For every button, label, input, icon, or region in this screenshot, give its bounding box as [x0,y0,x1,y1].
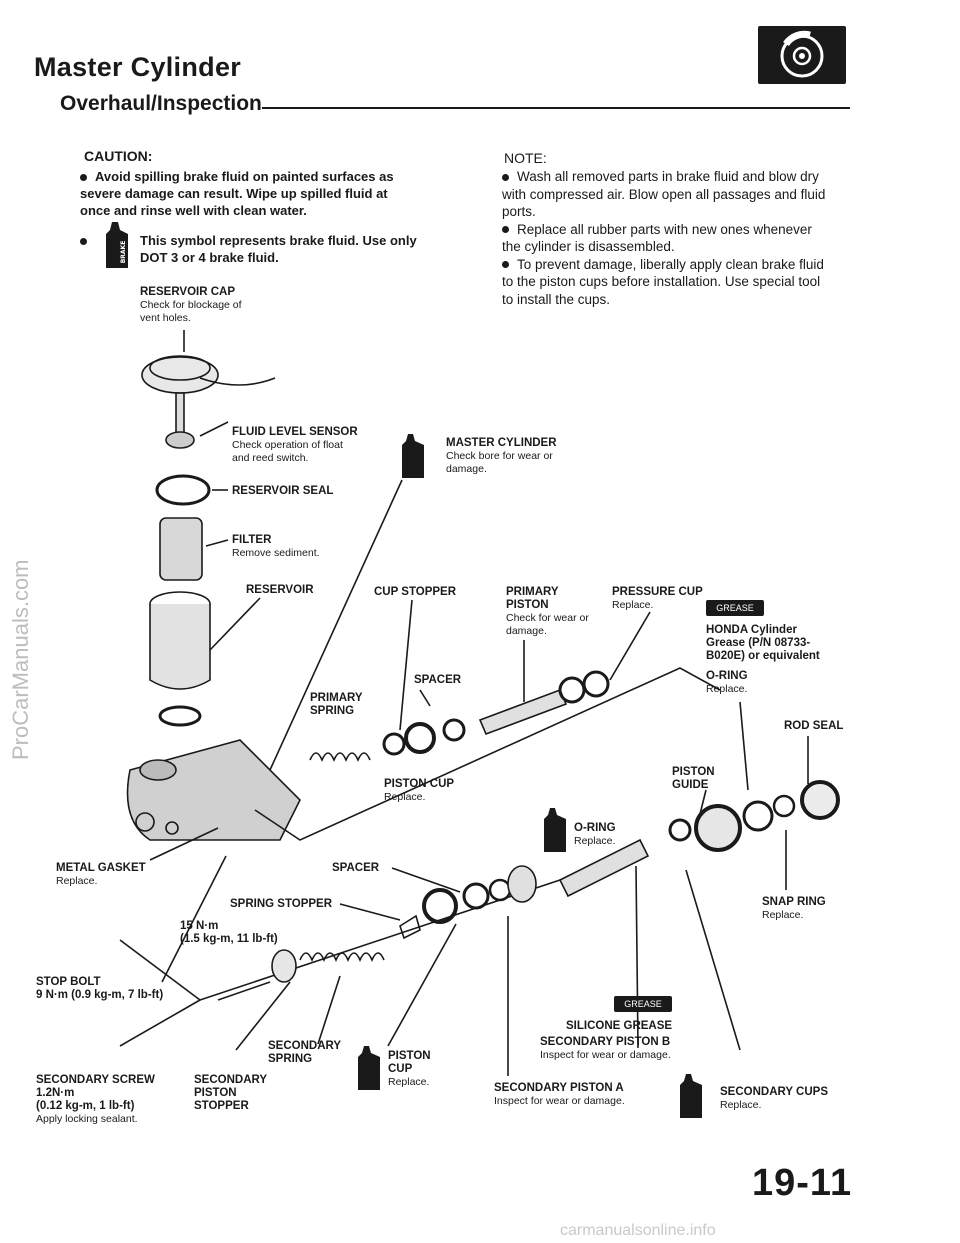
note-title: NOTE: [504,150,547,166]
stop-bolt-label: STOP BOLT 9 N·m (0.9 kg-m, 7 lb-ft) [36,976,164,1001]
primary-piston-label: PRIMARY PISTON Check for wear or damage. [506,586,589,637]
primary-spring-label: PRIMARY SPRING [310,692,363,717]
reservoir-seal-label: RESERVOIR SEAL [232,485,334,497]
page-title: Master Cylinder [34,52,242,82]
secondary-piston-a-label: SECONDARY PISTON A Inspect for wear or d… [494,1082,625,1107]
piston-cup-label: PISTON CUP Replace. [384,778,455,803]
note-text: Wash all removed parts in brake fluid an… [502,169,826,219]
secondary-screw-label: SECONDARY SCREW 1.2N·m (0.12 kg-m, 1 lb-… [36,1074,155,1125]
caution-text: Avoid spilling brake fluid on painted su… [80,169,394,218]
o-ring-label: O-RING Replace. [574,822,616,847]
fluid-level-sensor-label: FLUID LEVEL SENSOR Check operation of fl… [232,426,358,464]
caution-title: CAUTION: [84,148,153,164]
rod-seal-label: ROD SEAL [784,720,844,732]
note-text: Replace all rubber parts with new ones w… [502,221,812,255]
section-subtitle: Overhaul/Inspection [60,92,262,115]
secondary-piston-stopper-label: SECONDARY PISTON STOPPER [194,1074,267,1112]
silicone-grease-label: SILICONE GREASE [566,1020,673,1032]
bullet-icon [502,173,509,181]
brake-fluid-icon [358,1046,380,1090]
spacer-label: SPACER [332,862,380,874]
secondary-piston-b-label: SECONDARY PISTON B Inspect for wear or d… [540,1036,671,1061]
note-item: To prevent damage, liberally apply clean… [502,256,832,309]
page-number: 19-11 [752,1162,853,1204]
piston-guide-label: PISTON GUIDE [672,766,715,791]
spring-stopper-label: SPRING STOPPER [230,898,333,910]
caution-item: Avoid spilling brake fluid on painted su… [80,168,420,219]
master-cylinder-label: MASTER CYLINDER Check bore for wear or d… [446,437,557,475]
spacer-label: SPACER [414,674,462,686]
brake-fluid-icon [680,1074,702,1118]
note-list: Wash all removed parts in brake fluid an… [502,168,832,308]
svg-text:BRAKE: BRAKE [120,241,127,264]
bullet-icon [502,261,509,269]
bullet-icon [80,238,87,245]
reservoir-label: RESERVOIR [246,584,314,596]
pressure-cup-label: PRESSURE CUP Replace. [612,586,703,611]
o-ring-label: O-RING Replace. [706,670,748,695]
symbol-text: This symbol represents brake fluid. Use … [140,233,417,265]
brake-fluid-icon [402,434,424,478]
grease-tube-icon: GREASE [614,996,672,1012]
secondary-spring-label: SECONDARY SPRING [268,1040,341,1065]
torque-label: 15 N·m (1.5 kg-m, 11 lb-ft) [180,920,278,945]
metal-gasket-label: METAL GASKET Replace. [56,862,146,887]
piston-cup-label: PISTON CUP Replace. [388,1050,431,1088]
footer-watermark: carmanualsonline.info [560,1222,716,1239]
snap-ring-label: SNAP RING Replace. [762,896,826,921]
cup-stopper-label: CUP STOPPER [374,586,457,598]
secondary-cups-label: SECONDARY CUPS Replace. [720,1086,828,1111]
bullet-icon [502,226,509,234]
grease-tube-icon: GREASE [706,600,764,616]
note-text: To prevent damage, liberally apply clean… [502,256,824,307]
note-item: Replace all rubber parts with new ones w… [502,221,832,256]
filter-label: FILTER Remove sediment. [232,534,320,559]
bullet-icon [80,174,87,182]
brake-fluid-bottle-icon: BRAKE [106,222,128,268]
honda-grease-label: HONDA Cylinder Grease (P/N 08733-B020E) … [706,624,820,662]
note-item: Wash all removed parts in brake fluid an… [502,168,832,221]
brake-fluid-icon [544,808,566,852]
header-rule [262,107,850,109]
watermark: ProCarManuals.com [8,559,33,760]
disc-brake-icon [758,26,846,84]
reservoir-cap-label: RESERVOIR CAP Check for blockage of vent… [140,286,242,324]
